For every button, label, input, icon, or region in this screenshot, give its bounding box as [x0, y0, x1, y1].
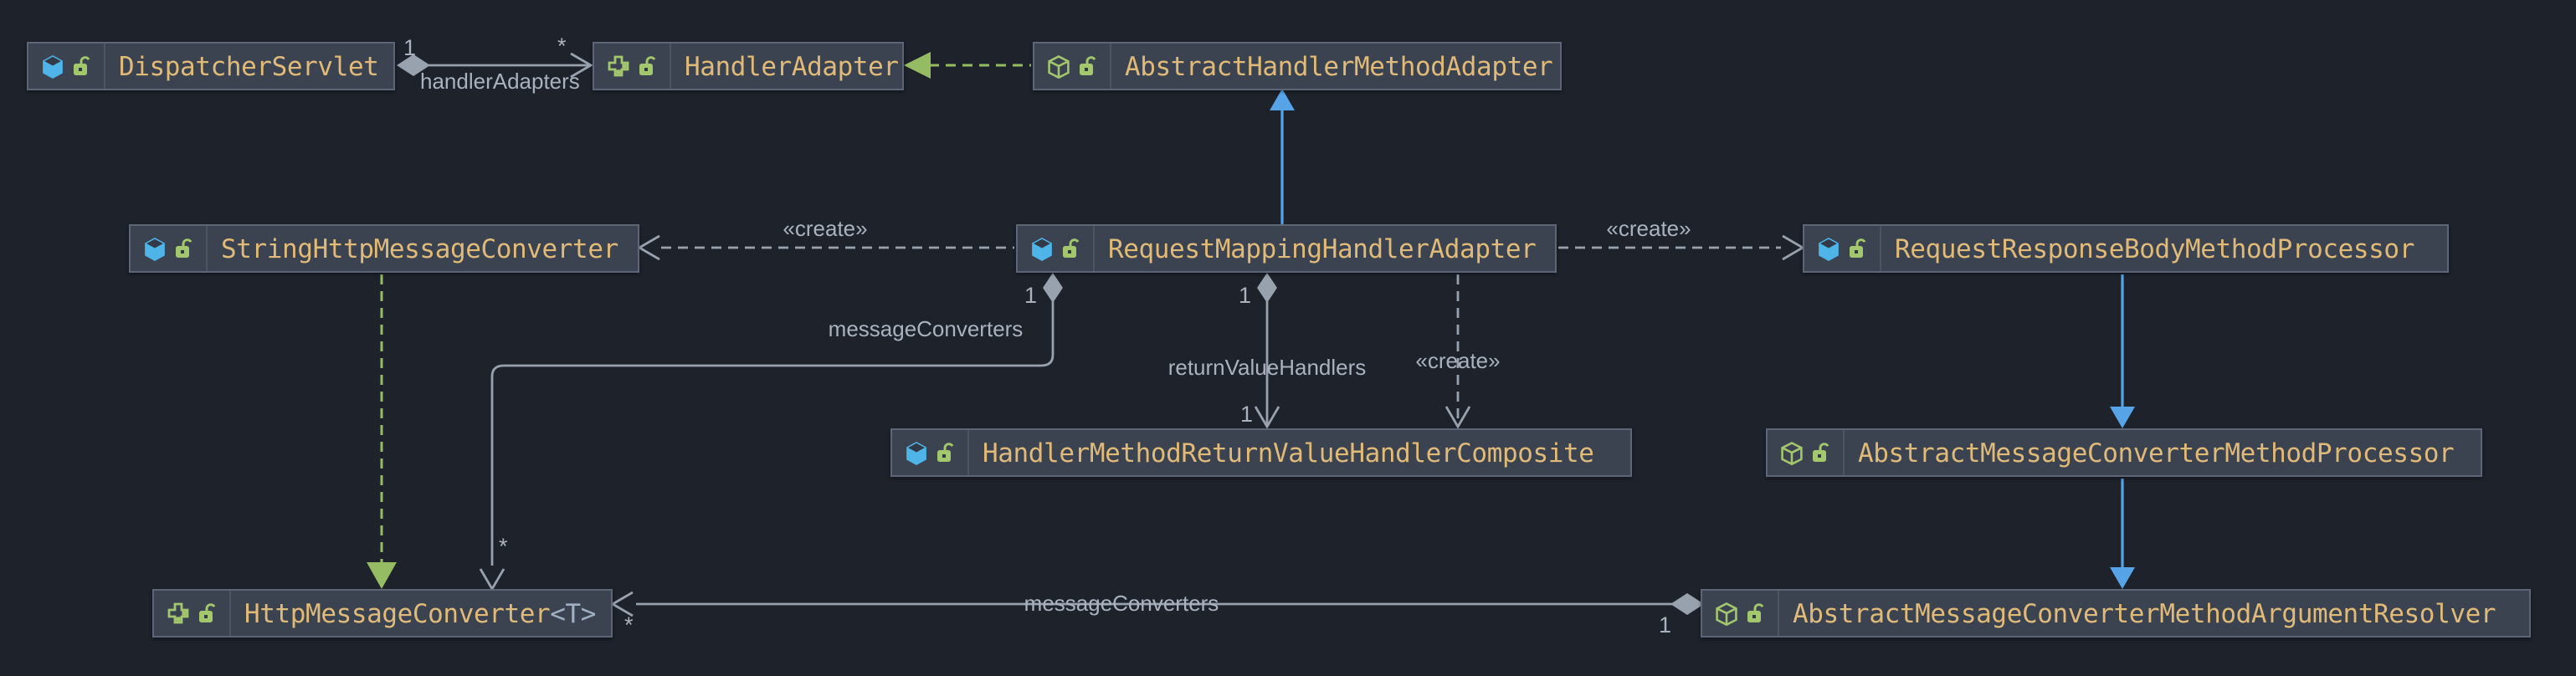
- class-name-text: HttpMessageConverter: [244, 598, 551, 628]
- class-icon: [906, 441, 926, 464]
- class-node-abstract-message-converter-method-argument-resolver[interactable]: AbstractMessageConverterMethodArgumentRe…: [1701, 589, 2531, 638]
- class-node-request-response-body-method-processor[interactable]: RequestResponseBodyMethodProcessor: [1803, 224, 2449, 273]
- class-name: StringHttpMessageConverter: [221, 233, 618, 264]
- class-node-abstract-handler-method-adapter[interactable]: AbstractHandlerMethodAdapter: [1033, 42, 1562, 90]
- unlocked-icon: [176, 238, 192, 258]
- edge-implements-http-message-converter: [367, 274, 397, 589]
- edge-create-composite: [1445, 274, 1471, 429]
- unlocked-icon: [1813, 443, 1829, 462]
- class-name: HttpMessageConverter<T>: [231, 598, 609, 628]
- class-node-request-mapping-handler-adapter[interactable]: RequestMappingHandlerAdapter: [1016, 224, 1557, 273]
- unlocked-icon: [937, 443, 954, 462]
- interface-icon: [167, 602, 189, 624]
- edge-message-converters-bottom: [610, 591, 1704, 617]
- edge-message-converters-top: [479, 273, 1063, 592]
- edge-handler-adapters: [397, 52, 593, 79]
- class-node-handler-method-return-value-handler-composite[interactable]: HandlerMethodReturnValueHandlerComposite: [890, 428, 1632, 477]
- edge-return-value-handlers: [1254, 273, 1280, 429]
- class-icon: [43, 54, 63, 78]
- edge-extends-abstract-handler-method-adapter: [1270, 89, 1295, 224]
- class-node-abstract-message-converter-method-processor[interactable]: AbstractMessageConverterMethodProcessor: [1766, 428, 2482, 477]
- class-node-dispatcher-servlet[interactable]: DispatcherServlet: [27, 42, 395, 90]
- interface-icon: [608, 55, 629, 77]
- unlocked-icon: [639, 56, 656, 75]
- generic-type-parameter: <T>: [550, 598, 597, 628]
- class-name: HandlerAdapter: [685, 51, 899, 81]
- unlocked-icon: [1850, 238, 1866, 258]
- abstract-class-icon: [1048, 54, 1070, 78]
- edge-extends-abstract-message-converter-method-argument-resolver: [2110, 479, 2135, 589]
- class-icon: [1032, 237, 1052, 260]
- class-name: AbstractMessageConverterMethodArgumentRe…: [1793, 598, 2496, 628]
- edge-create-string-http-message-converter: [637, 234, 1014, 261]
- unlocked-icon: [74, 56, 90, 75]
- class-name: RequestMappingHandlerAdapter: [1108, 233, 1537, 264]
- edge-implements-handler-adapter: [904, 52, 1031, 79]
- class-name: RequestResponseBodyMethodProcessor: [1895, 233, 2414, 264]
- class-node-string-http-message-converter[interactable]: StringHttpMessageConverter: [129, 224, 639, 273]
- unlocked-icon: [1080, 56, 1096, 75]
- edge-create-request-response-body-method-processor: [1558, 234, 1805, 261]
- unlocked-icon: [199, 603, 216, 622]
- unlocked-icon: [1747, 603, 1764, 622]
- class-icon: [1819, 237, 1839, 260]
- class-icon: [145, 237, 165, 260]
- abstract-class-icon: [1781, 441, 1803, 464]
- class-name: AbstractMessageConverterMethodProcessor: [1858, 438, 2455, 468]
- class-node-http-message-converter[interactable]: HttpMessageConverter<T>: [152, 589, 613, 638]
- abstract-class-icon: [1716, 602, 1737, 625]
- class-name: HandlerMethodReturnValueHandlerComposite: [983, 438, 1594, 468]
- edge-extends-abstract-message-converter-method-processor: [2110, 274, 2135, 428]
- unlocked-icon: [1063, 238, 1080, 258]
- class-name: DispatcherServlet: [119, 51, 379, 81]
- class-node-handler-adapter[interactable]: HandlerAdapter: [593, 42, 904, 90]
- class-name: AbstractHandlerMethodAdapter: [1125, 51, 1553, 81]
